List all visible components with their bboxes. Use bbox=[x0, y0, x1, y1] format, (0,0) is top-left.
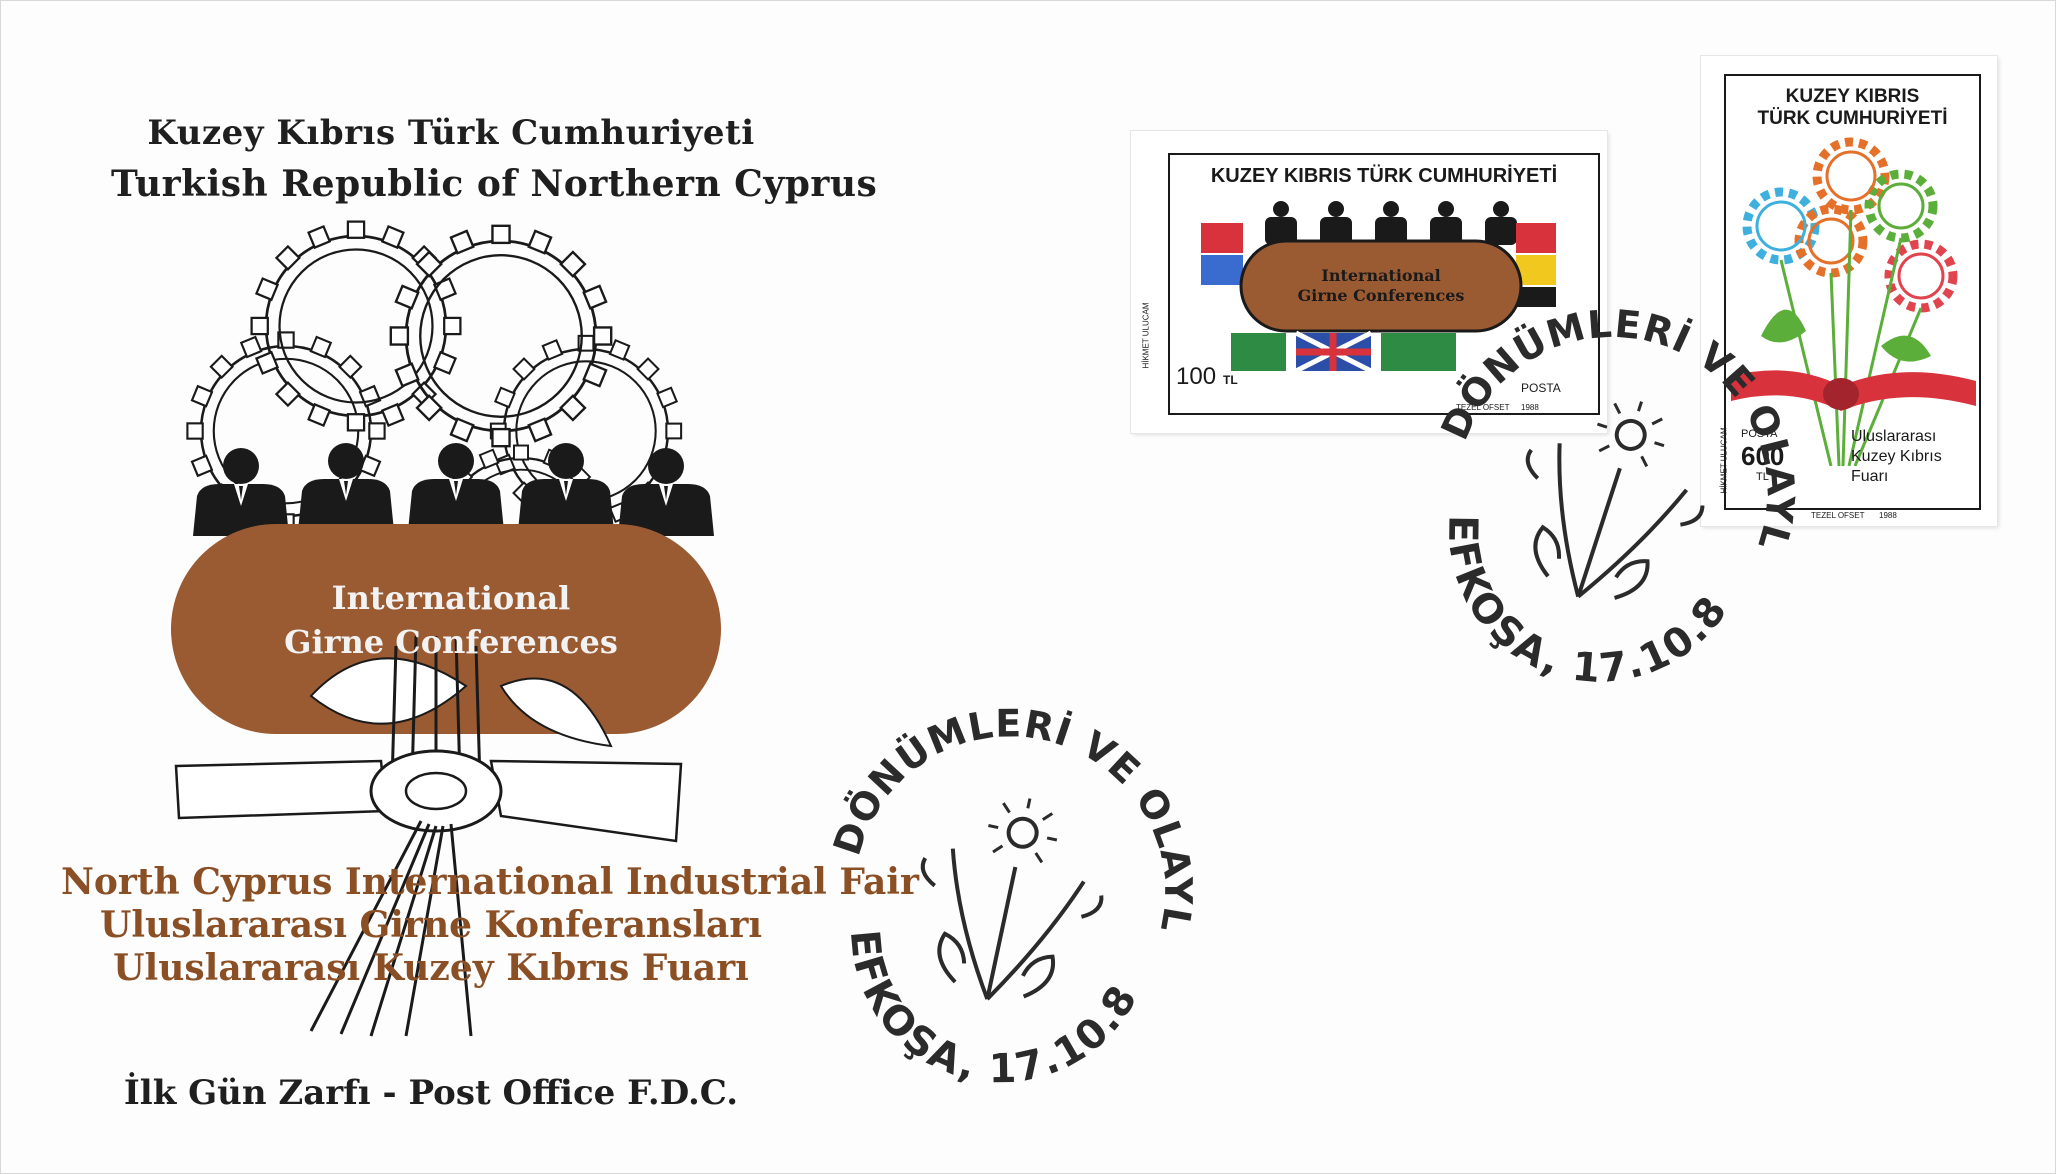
svg-text:LEFKOŞA, 17.10.88: LEFKOŞA, 17.10.88 bbox=[791, 701, 1210, 1121]
fdc-label: İlk Gün Zarfı - Post Office F.D.C. bbox=[123, 1073, 739, 1113]
stamp-frame bbox=[1168, 153, 1600, 415]
stamp-title-line2: Girne Conferences bbox=[1298, 286, 1465, 305]
stamp-title-line1: International bbox=[1321, 266, 1440, 285]
stamp-frame bbox=[1724, 74, 1981, 510]
stamp-currency: TL bbox=[1223, 373, 1238, 387]
stamp-gear-flowers-art bbox=[1731, 137, 1976, 466]
stamp-value: 100 bbox=[1176, 363, 1217, 390]
caption-kuzey-kibris-fuari: Uluslararası Kuzey Kıbrıs Fuarı bbox=[113, 947, 749, 989]
stamp-posta: POSTA bbox=[1521, 381, 1561, 395]
stamp-printer: TEZEL OFSET bbox=[1811, 511, 1865, 520]
caption-girne-konferanslari: Uluslararası Girne Konferansları bbox=[99, 904, 763, 946]
header-english: Turkish Republic of Northern Cyprus bbox=[111, 163, 878, 205]
stamp-printer: TEZEL OFSET bbox=[1456, 403, 1510, 412]
postmark-on-envelope: YILDÖNÜMLERİ VE OLAYLAR LEFKOŞA, 17.10.8… bbox=[791, 701, 1221, 1121]
stamp-posta: POSTA bbox=[1741, 428, 1778, 440]
caption-industrial-fair: North Cyprus International Industrial Fa… bbox=[61, 861, 919, 903]
cachet-title-line1: International bbox=[332, 579, 571, 617]
stamp-year: 1988 bbox=[1521, 403, 1539, 412]
stamp-caption-line1: Uluslararası bbox=[1851, 428, 1937, 445]
stamp-value: 600 bbox=[1741, 441, 1785, 471]
cachet-illustration: International Girne Conferences bbox=[171, 220, 721, 1037]
stamp-caption-line2: Kuzey Kıbrıs bbox=[1851, 448, 1942, 465]
stamp-600tl: KUZEY KIBRIS TÜRK CUMHURİYETİ bbox=[1701, 56, 1997, 526]
stamp-country-line2: TÜRK CUMHURİYETİ bbox=[1757, 108, 1948, 129]
header-turkish: Kuzey Kıbrıs Türk Cumhuriyeti bbox=[147, 113, 755, 153]
stamp-designer: HİKMET ULUCAM bbox=[1141, 302, 1151, 369]
stamp-conference-art: International Girne Conferences bbox=[1201, 201, 1556, 373]
stamp-country: KUZEY KIBRIS TÜRK CUMHURİYETİ bbox=[1210, 165, 1558, 187]
stamp-currency: TL bbox=[1756, 471, 1769, 483]
postmark-on-stamps: YILDÖNÜMLERİ VE OLAYLAR LEFKOŞA, 17.10.8… bbox=[1391, 301, 1821, 721]
stamp-100tl: KUZEY KIBRIS TÜRK CUMHURİYETİ Internat bbox=[1131, 131, 1607, 433]
cachet-title-line2: Girne Conferences bbox=[284, 623, 618, 661]
stamp-caption-line3: Fuarı bbox=[1851, 468, 1889, 485]
stamp-country-line1: KUZEY KIBRIS bbox=[1785, 86, 1920, 107]
postmark-bottom-text: LEFKOŞA, 17.10.88 bbox=[791, 701, 1210, 1121]
stamp-year: 1988 bbox=[1879, 511, 1897, 520]
